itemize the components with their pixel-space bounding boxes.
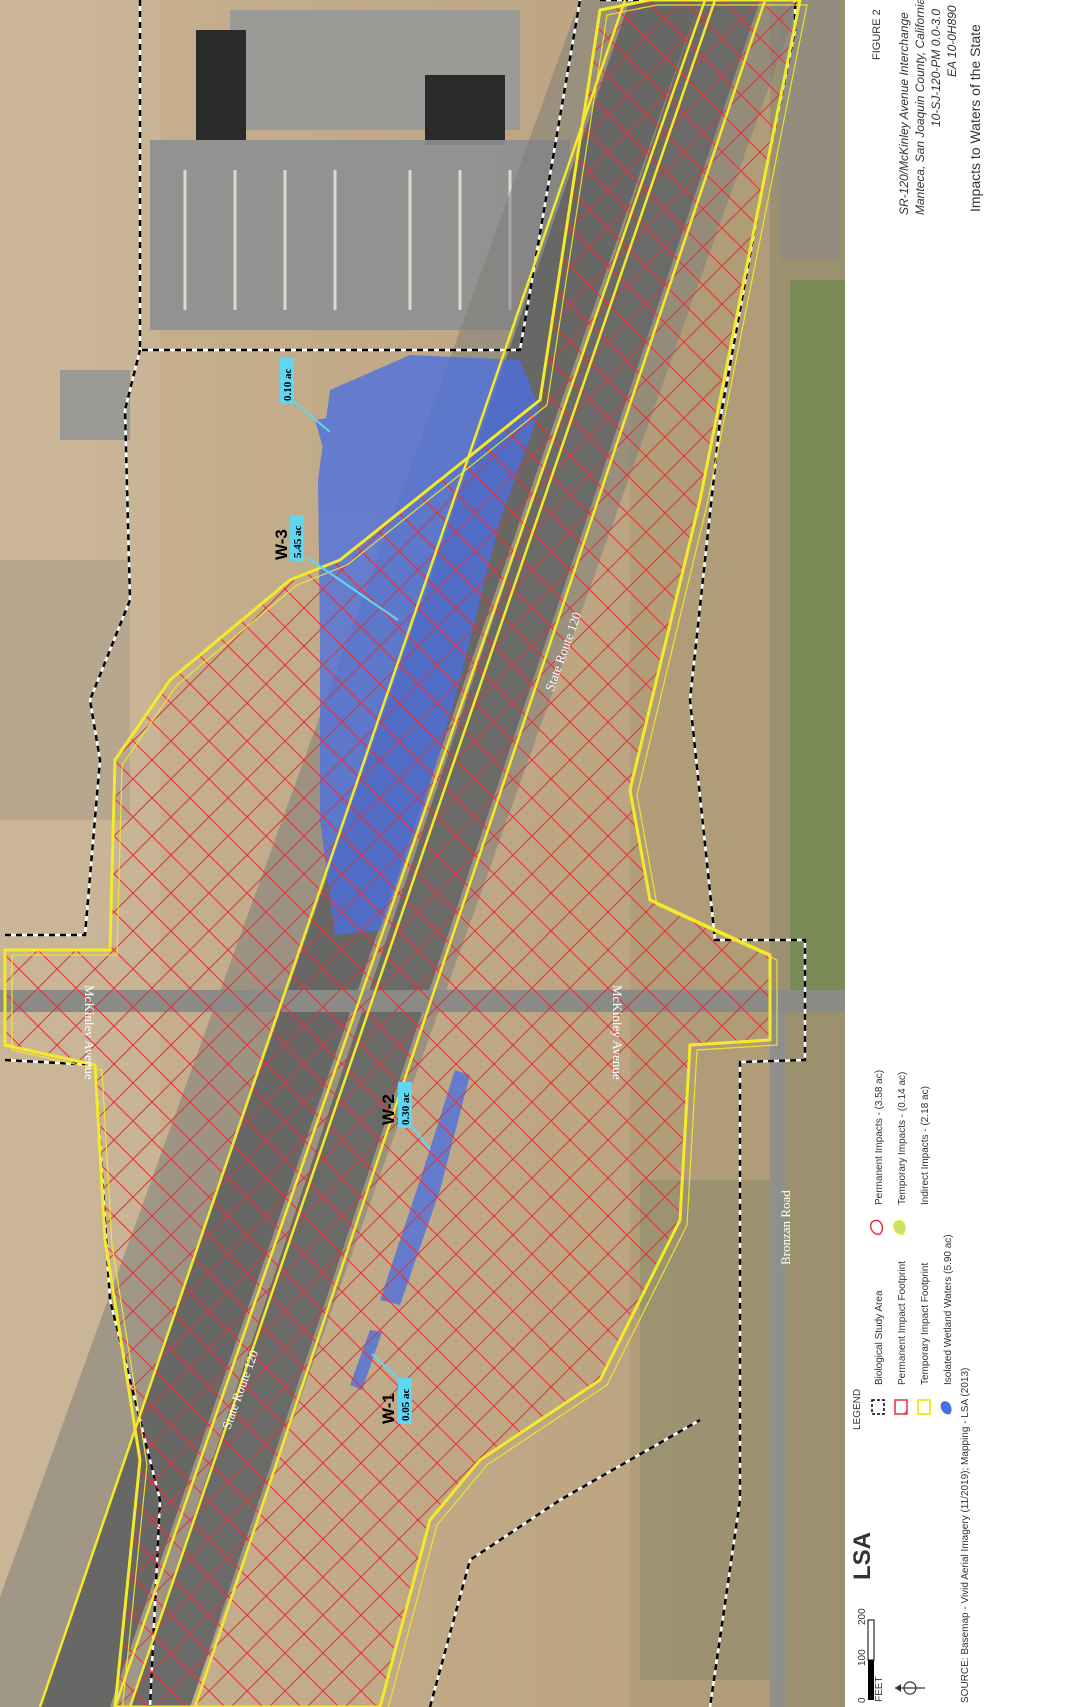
figure-number: FIGURE 2 <box>871 9 883 60</box>
source-note: SOURCE: Basemap - Vivid Aerial Imagery (… <box>960 1368 971 1703</box>
north-arrow-icon <box>895 1681 925 1695</box>
wetland-label-0-10ac: 0.10 ac <box>280 358 331 433</box>
project-name: SR-120/McKinley Avenue Interchange <box>897 12 911 215</box>
svg-text:100: 100 <box>857 1649 868 1666</box>
legend-item-indirect-impacts: Indirect Impacts - (2.18 ac) <box>920 1086 931 1205</box>
road-label-bronzan: Bronzan Road <box>778 1190 793 1265</box>
svg-text:0.30 ac: 0.30 ac <box>400 1093 412 1126</box>
route-postmile: 10-SJ-120-PM 0.0-3.0 <box>929 9 943 127</box>
svg-text:W-2: W-2 <box>379 1094 398 1125</box>
svg-text:Indirect Impacts - (2.18 ac): Indirect Impacts - (2.18 ac) <box>920 1086 931 1205</box>
svg-text:FEET: FEET <box>874 1676 885 1702</box>
legend-item-temporary-footprint: Temporary Impact Footprint <box>917 1263 931 1415</box>
svg-text:0: 0 <box>857 1697 868 1703</box>
legend-item-temporary-impacts: Temporary Impacts - (0.14 ac) <box>893 1072 908 1235</box>
legend-item-study-area: Biological Study Area <box>871 1290 885 1415</box>
wetland-label-w1: 0.05 ac W-1 <box>371 1353 412 1424</box>
svg-text:0.10 ac: 0.10 ac <box>282 369 294 402</box>
svg-text:Temporary Impact Footprint: Temporary Impact Footprint <box>920 1263 931 1385</box>
svg-text:Isolated Wetland Waters (5.90: Isolated Wetland Waters (5.90 ac) <box>943 1234 954 1385</box>
title-block: FIGURE 2 SR-120/McKinley Avenue Intercha… <box>871 0 983 215</box>
permanent-impact-footprint <box>3 0 808 1707</box>
project-location: Manteca, San Joaquin County, California <box>913 0 927 215</box>
svg-text:200: 200 <box>857 1608 868 1625</box>
highway-impact-edges <box>38 0 767 1707</box>
svg-text:5.45 ac: 5.45 ac <box>292 526 304 559</box>
legend-item-permanent-impacts: Permanent Impacts - (3.58 ac) <box>869 1070 885 1236</box>
svg-text:0.05 ac: 0.05 ac <box>400 1389 412 1422</box>
lsa-logo: LSA <box>849 1532 876 1580</box>
wetland-label-w2: 0.30 ac W-2 <box>379 1082 431 1151</box>
legend-heading: LEGEND <box>852 1389 863 1430</box>
wetland-label-w3: 5.45 ac W-3 <box>272 515 399 621</box>
ea-number: EA 10-0H890 <box>945 5 959 77</box>
legend: LEGEND Biological Study Area Permanent I… <box>852 1070 954 1430</box>
svg-text:Permanent Impacts - (3.58 ac): Permanent Impacts - (3.58 ac) <box>874 1070 885 1205</box>
legend-item-permanent-footprint: Permanent Impact Footprint <box>894 1261 908 1415</box>
wetland-0-10ac <box>315 415 350 455</box>
figure-title: Impacts to Waters of the State <box>967 24 983 212</box>
scale-bar: 0 100 200 FEET <box>857 1608 885 1703</box>
legend-item-isolated-wetland: Isolated Wetland Waters (5.90 ac) <box>940 1234 954 1415</box>
svg-text:Biological Study Area: Biological Study Area <box>874 1290 885 1385</box>
road-label-mckinley-bottom: McKinley Avenue <box>610 985 625 1080</box>
svg-text:Permanent Impact Footprint: Permanent Impact Footprint <box>897 1261 908 1385</box>
road-label-mckinley-top: McKinley Avenue <box>82 985 97 1080</box>
svg-text:W-3: W-3 <box>272 529 291 560</box>
svg-text:Temporary Impacts - (0.14 ac): Temporary Impacts - (0.14 ac) <box>897 1072 908 1205</box>
svg-text:W-1: W-1 <box>379 1393 398 1424</box>
